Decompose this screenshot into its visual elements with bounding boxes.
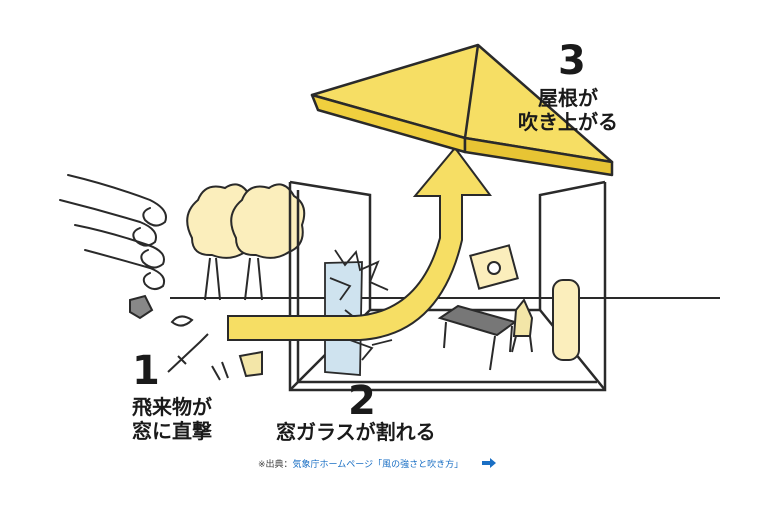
wind-gust-icon [59,174,167,290]
step-1-number: 1 [132,348,160,394]
step-2-number: 2 [348,378,376,424]
roof-icon [310,43,614,177]
tree-icon [186,183,306,301]
step-3-label-line-1: 屋根が [538,86,598,110]
step-3-label-line-2: 吹き上がる [518,110,618,134]
step-1-label: 飛来物が 窓に直撃 [132,395,212,443]
flying-debris-icon [129,294,263,381]
upward-arrow-icon [227,146,492,341]
picture-frame-icon [469,244,519,290]
source-prefix: ※出典： [258,460,293,470]
step-1-label-line-1: 飛来物が [132,395,212,419]
chair-icon [511,298,534,353]
step-1-label-line-2: 窓に直撃 [132,419,212,443]
step-3-label: 屋根が 吹き上がる [518,86,618,134]
step-2-label: 窓ガラスが割れる [276,420,436,444]
link-arrow-icon[interactable] [482,458,496,468]
step-3-number: 3 [558,38,586,84]
table-icon [437,304,518,371]
source-credit: ※出典：気象庁ホームページ「風の強さと吹き方」 [258,457,463,470]
door-icon [552,279,580,361]
source-link[interactable]: 気象庁ホームページ「風の強さと吹き方」 [292,460,464,470]
